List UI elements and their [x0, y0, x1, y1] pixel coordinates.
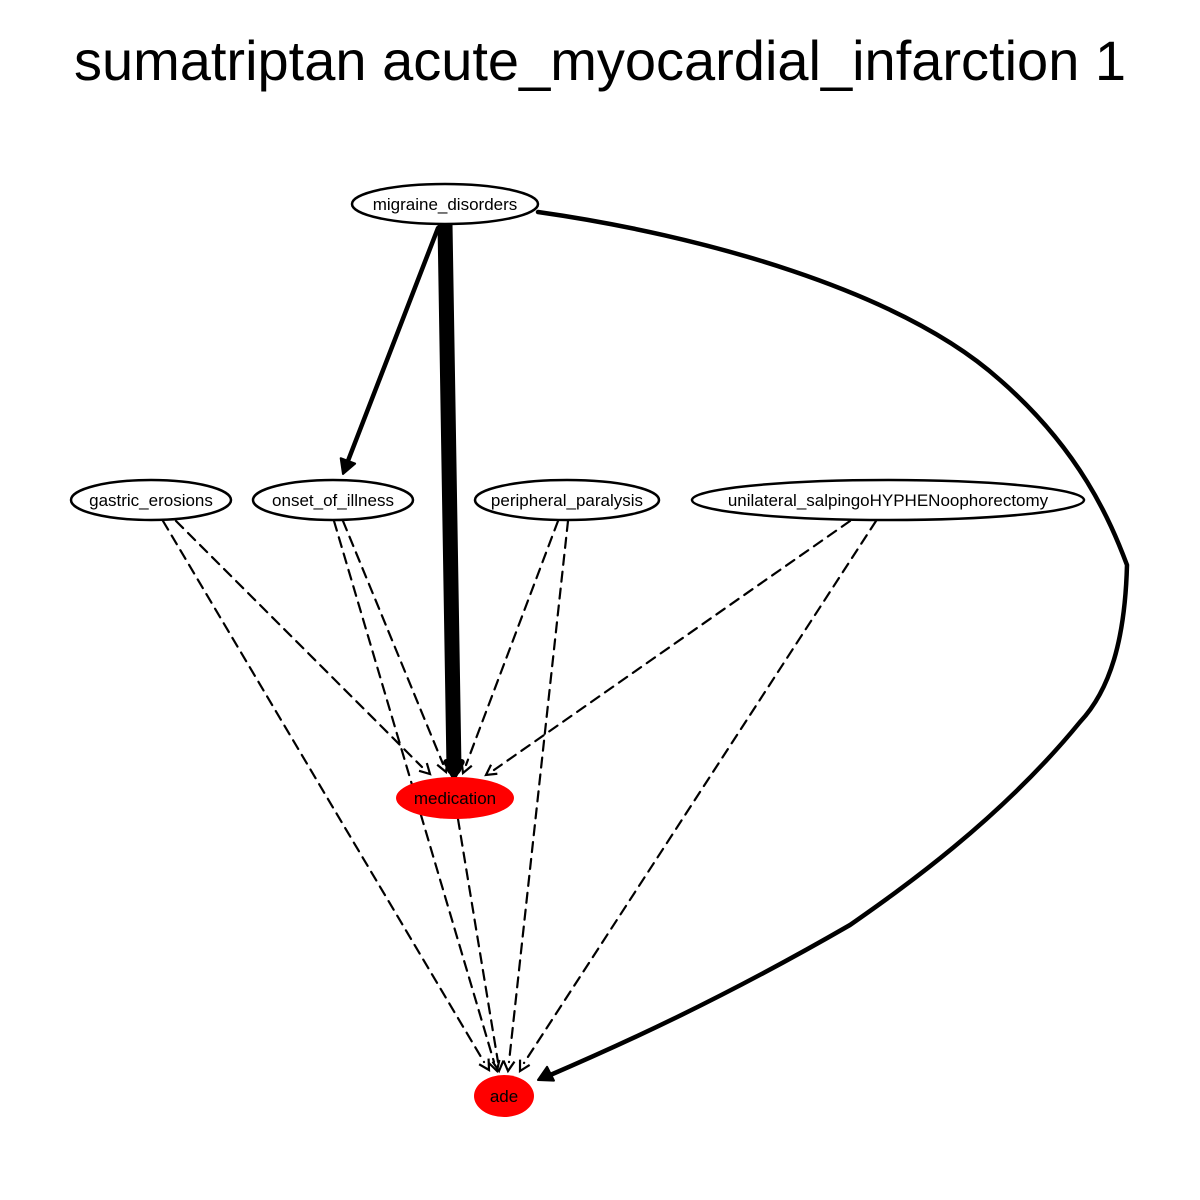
- edge-line: [492, 519, 852, 772]
- nodes-layer: migraine_disorders gastric_erosions onset_…: [69, 182, 1086, 1117]
- node-label: unilateral_salpingoHYPHENoophorectomy: [728, 491, 1049, 510]
- edge-line: [507, 519, 570, 1064]
- node-medication[interactable]: medication: [396, 777, 514, 819]
- node-label: migraine_disorders: [373, 195, 518, 214]
- edge-peripheral_paralysis-to-medication: [460, 519, 560, 776]
- edges-layer: [161, 209, 1130, 1082]
- edge-onset_of_illness-to-medication: [341, 519, 449, 775]
- edge-arrowhead: [418, 762, 432, 776]
- diagram-title: sumatriptan acute_myocardial_infarction …: [73, 29, 1127, 92]
- edge-line: [535, 209, 1130, 1079]
- edge-gastric_erosions-to-ade: [161, 519, 491, 1072]
- node-shape: [69, 478, 233, 522]
- node-ade[interactable]: ade: [474, 1075, 534, 1117]
- edge-unilateral_salpingoHYPHENoophorectomy-to-medication: [484, 519, 852, 777]
- edge-peripheral_paralysis-to-ade: [502, 519, 570, 1074]
- edge-line: [464, 519, 560, 767]
- edge-line: [174, 519, 424, 769]
- edge-arrowhead: [484, 764, 498, 777]
- edge-unilateral_salpingoHYPHENoophorectomy-to-ade: [518, 519, 878, 1073]
- node-unilateral_salpingoHYPHENoophorectomy[interactable]: unilateral_salpingoHYPHENoophorectomy: [690, 478, 1086, 522]
- node-label: gastric_erosions: [89, 491, 213, 510]
- node-gastric_erosions[interactable]: gastric_erosions: [69, 478, 233, 522]
- node-onset_of_illness[interactable]: onset_of_illness: [251, 478, 415, 522]
- edge-arrowhead: [339, 457, 357, 475]
- edge-line: [437, 216, 462, 776]
- edge-line: [522, 519, 878, 1065]
- edge-arrowhead: [460, 761, 473, 776]
- edge-arrowhead: [502, 1060, 516, 1074]
- edge-line: [341, 519, 445, 766]
- edge-arrowhead: [436, 760, 449, 775]
- node-shape: [474, 1075, 534, 1117]
- edge-line: [456, 817, 500, 1064]
- edge-arrowhead: [443, 759, 465, 779]
- edge-arrowhead: [478, 1058, 491, 1072]
- node-shape: [473, 478, 661, 522]
- edge-arrowhead: [518, 1059, 531, 1073]
- node-label: peripheral_paralysis: [491, 491, 643, 510]
- node-shape: [251, 478, 415, 522]
- node-label: onset_of_illness: [272, 491, 394, 510]
- edge-migraine_disorders-to-ade: [535, 209, 1130, 1082]
- node-peripheral_paralysis[interactable]: peripheral_paralysis: [473, 478, 661, 522]
- node-label: ade: [490, 1087, 518, 1106]
- edge-migraine_disorders-to-onset_of_illness: [339, 225, 441, 475]
- node-shape: [396, 777, 514, 819]
- edge-arrowhead: [491, 1060, 505, 1074]
- edge-line: [161, 519, 486, 1064]
- node-shape: [690, 478, 1086, 522]
- edge-arrowhead: [537, 1065, 555, 1082]
- node-label: medication: [414, 789, 496, 808]
- edge-gastric_erosions-to-medication: [174, 519, 432, 776]
- node-migraine_disorders[interactable]: migraine_disorders: [350, 182, 540, 226]
- edge-medication-to-ade: [456, 817, 505, 1074]
- edge-migraine_disorders-to-medication: [437, 216, 465, 779]
- node-shape: [350, 182, 540, 226]
- edge-line: [343, 225, 441, 469]
- edge-arrowhead: [488, 1059, 501, 1074]
